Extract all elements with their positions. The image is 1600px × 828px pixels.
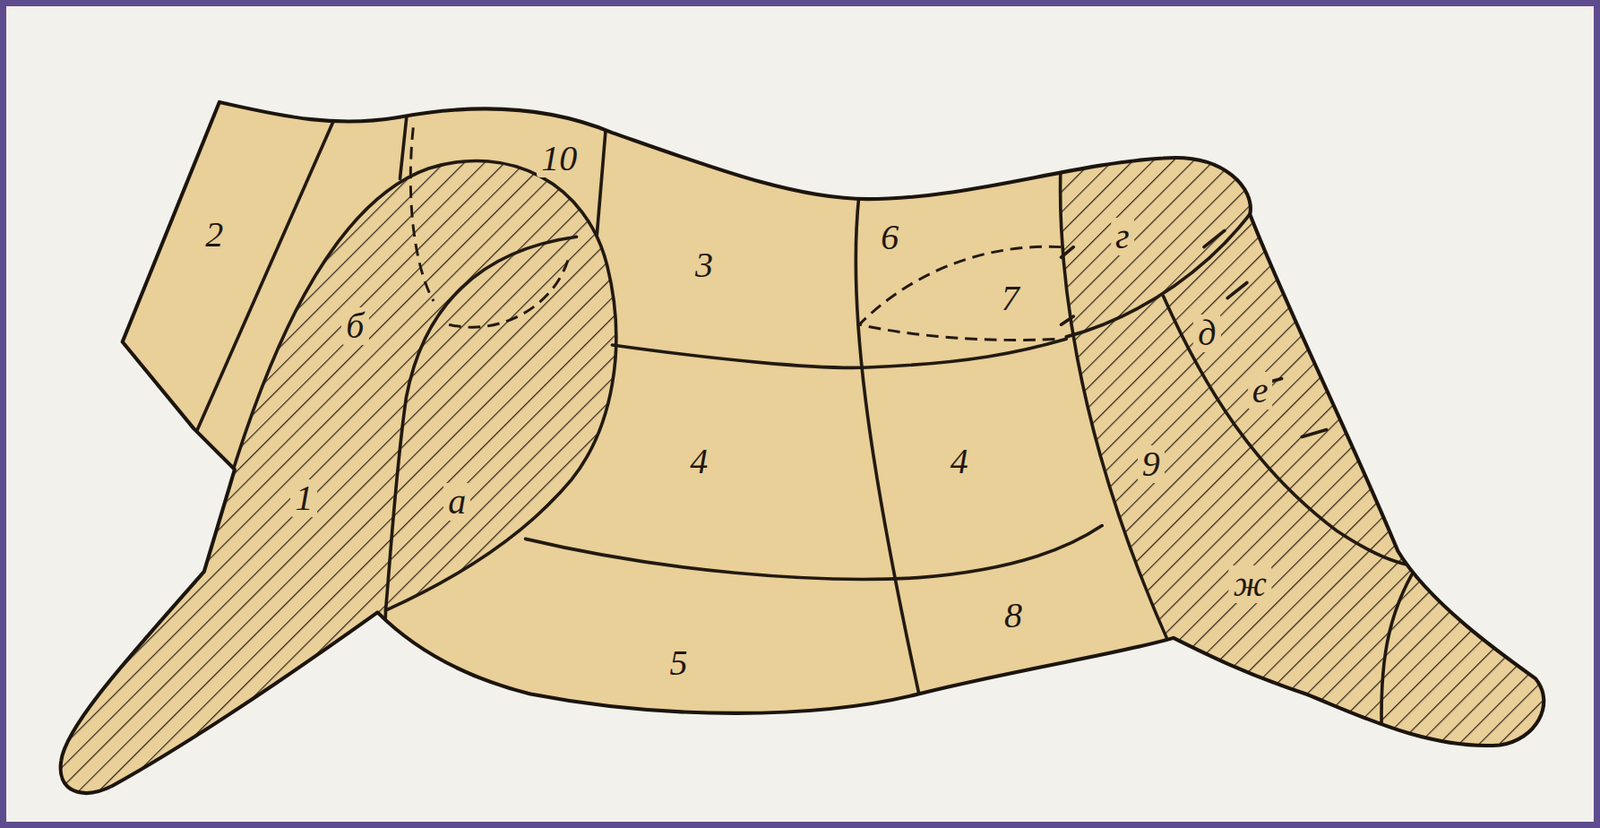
neck-boundary [189, 102, 343, 449]
cut-label: 10 [536, 139, 582, 178]
cut-label: г [1110, 217, 1135, 256]
cut-label: б [341, 307, 369, 345]
carcass-outline [60, 102, 1545, 793]
forequarter-hatch [0, 161, 617, 818]
cut-boundary [1066, 204, 1257, 337]
cut-label: 1 [290, 479, 318, 517]
dashed-boundary [410, 127, 434, 302]
cut-boundary [1162, 295, 1423, 567]
cut-label: д [1193, 314, 1221, 353]
cut-label: 4 [685, 442, 713, 481]
cut-label: 5 [664, 644, 692, 682]
cut-boundary [855, 193, 924, 714]
cut-label: 2 [200, 215, 228, 254]
cut-label: 9 [1137, 445, 1165, 483]
hindquarter-hatch [1060, 102, 1600, 828]
cut-label: а [443, 482, 471, 521]
cut-label: 3 [690, 246, 718, 284]
dashed-boundary [448, 255, 569, 327]
cut-label: ж [1229, 565, 1272, 603]
cut-label: е [1247, 371, 1274, 410]
cut-boundary [611, 338, 1067, 368]
cut-label: 8 [999, 596, 1027, 635]
cut-boundary [1060, 153, 1174, 654]
cut-boundary [399, 102, 408, 179]
cut-label: 7 [997, 279, 1024, 318]
cut-boundary [525, 525, 1103, 580]
cut-boundary [386, 236, 577, 611]
cut-label: 6 [876, 218, 904, 257]
tick-marks [1061, 230, 1327, 437]
dashed-boundary [859, 246, 1062, 340]
cut-label: 4 [946, 442, 973, 481]
